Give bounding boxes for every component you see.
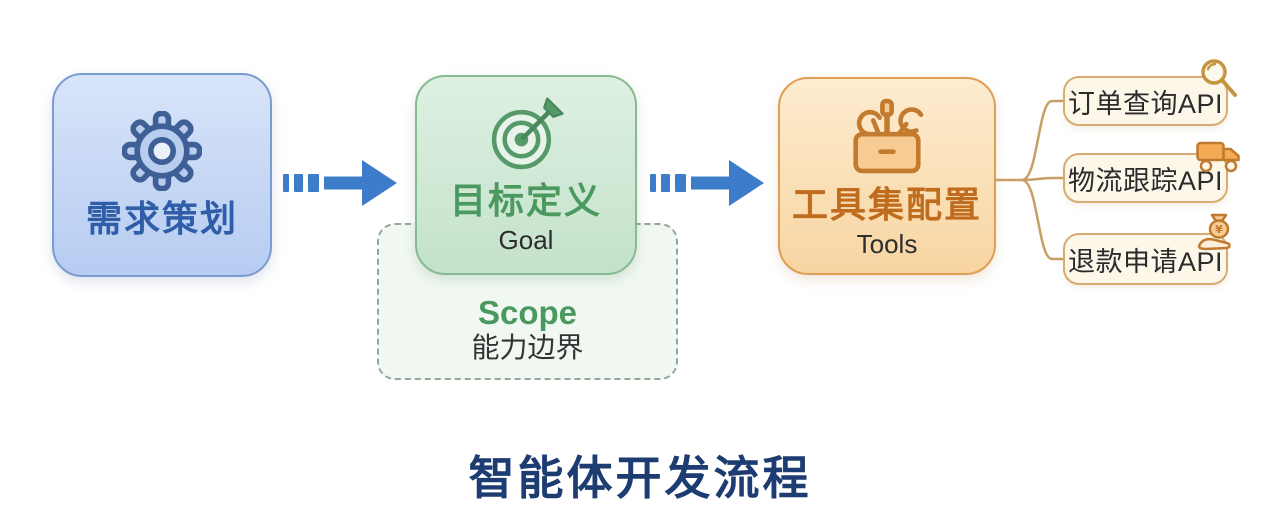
- toolbox-icon: [841, 95, 933, 177]
- svg-text:¥: ¥: [1215, 223, 1223, 236]
- api-pill-logistics-tracking: 物流跟踪API: [1063, 141, 1240, 203]
- magnifier-icon: [1197, 57, 1241, 101]
- gear-icon: [121, 110, 203, 192]
- flow-step-requirements: 需求策划: [52, 73, 272, 277]
- flow-arrow-icon: [650, 158, 767, 208]
- scope-label: Scope: [477, 294, 578, 332]
- flow-step-tools: 工具集配置 Tools: [778, 77, 996, 275]
- step-goal-sublabel: Goal: [498, 224, 554, 255]
- truck-icon: [1196, 140, 1242, 174]
- api-pill-label: 退款申请API: [1067, 246, 1224, 277]
- money-bag-icon: ¥: [1196, 212, 1240, 256]
- api-pill-label: 订单查询API: [1067, 88, 1224, 119]
- connector-lines: [994, 60, 1064, 290]
- api-pill-label: 物流跟踪API: [1067, 165, 1224, 196]
- api-pill-order-query: 订单查询API: [1063, 59, 1237, 126]
- api-pill-refund-request: 退款申请API ¥: [1063, 213, 1231, 285]
- scope-sublabel: 能力边界: [471, 332, 584, 364]
- target-icon: [488, 97, 564, 173]
- step-tools-sublabel: Tools: [856, 228, 918, 259]
- flow-arrow-icon: [283, 158, 400, 208]
- step-goal-label: 目标定义: [449, 180, 602, 222]
- step-tools-label: 工具集配置: [791, 184, 982, 226]
- diagram-title: 智能体开发流程: [468, 452, 812, 504]
- step-requirements-label: 需求策划: [85, 198, 238, 240]
- flow-step-goal: 目标定义 Goal: [415, 75, 637, 275]
